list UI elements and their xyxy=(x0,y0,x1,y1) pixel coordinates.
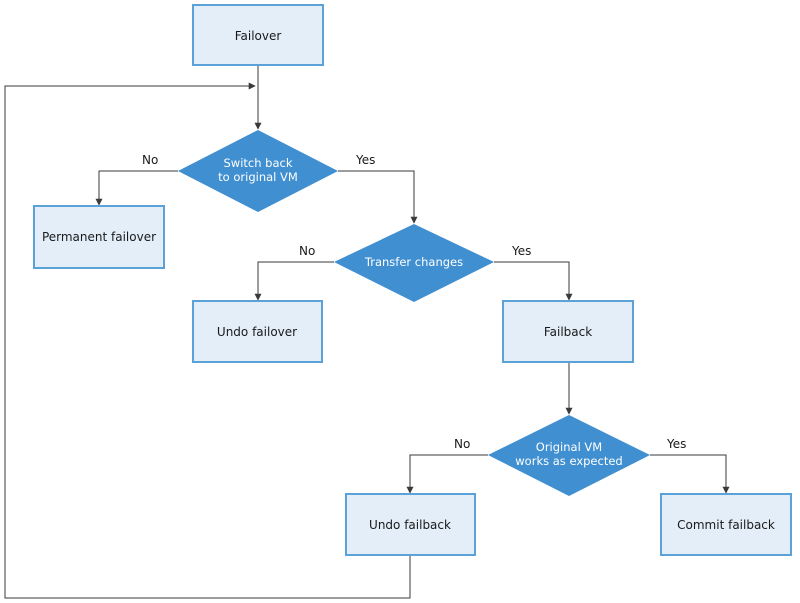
failover-label: Failover xyxy=(235,29,282,43)
switch-back-decision: Switch back to original VM xyxy=(178,130,338,212)
permanent-failover-label: Permanent failover xyxy=(42,230,156,244)
switch-back-label-line2: to original VM xyxy=(218,170,298,184)
edge-original-vm-no xyxy=(406,454,488,494)
transfer-no-label: No xyxy=(299,244,315,258)
commit-failback-label: Commit failback xyxy=(677,518,775,532)
edge-switch-back-yes xyxy=(338,170,418,224)
edge-undo-failback-loop xyxy=(4,82,411,599)
edge-transfer-yes xyxy=(494,261,573,301)
failover-node: Failover xyxy=(192,4,324,66)
undo-failback-label: Undo failback xyxy=(369,518,451,532)
commit-failback-node: Commit failback xyxy=(660,493,792,556)
original-vm-yes-label: Yes xyxy=(666,437,686,451)
switch-back-no-label: No xyxy=(142,153,158,167)
connectors xyxy=(4,66,730,599)
original-vm-no-label: No xyxy=(454,437,470,451)
original-vm-label-line1: Original VM xyxy=(536,440,602,454)
permanent-failover-node: Permanent failover xyxy=(33,205,165,269)
edge-switch-back-no xyxy=(95,170,178,206)
transfer-changes-label: Transfer changes xyxy=(364,255,463,269)
transfer-changes-decision: Transfer changes xyxy=(334,224,494,302)
transfer-yes-label: Yes xyxy=(511,244,531,258)
failback-label: Failback xyxy=(544,325,592,339)
branch-labels: No Yes No Yes No Yes xyxy=(142,153,686,451)
original-vm-label-line2: works as expected xyxy=(515,454,622,468)
edge-transfer-no xyxy=(254,261,334,301)
edge-original-vm-yes xyxy=(650,454,730,494)
undo-failback-node: Undo failback xyxy=(345,493,476,556)
switch-back-label-line1: Switch back xyxy=(223,156,292,170)
original-vm-decision: Original VM works as expected xyxy=(488,415,650,496)
undo-failover-node: Undo failover xyxy=(192,300,323,363)
switch-back-yes-label: Yes xyxy=(355,153,375,167)
failback-node: Failback xyxy=(502,300,634,363)
undo-failover-label: Undo failover xyxy=(217,325,297,339)
